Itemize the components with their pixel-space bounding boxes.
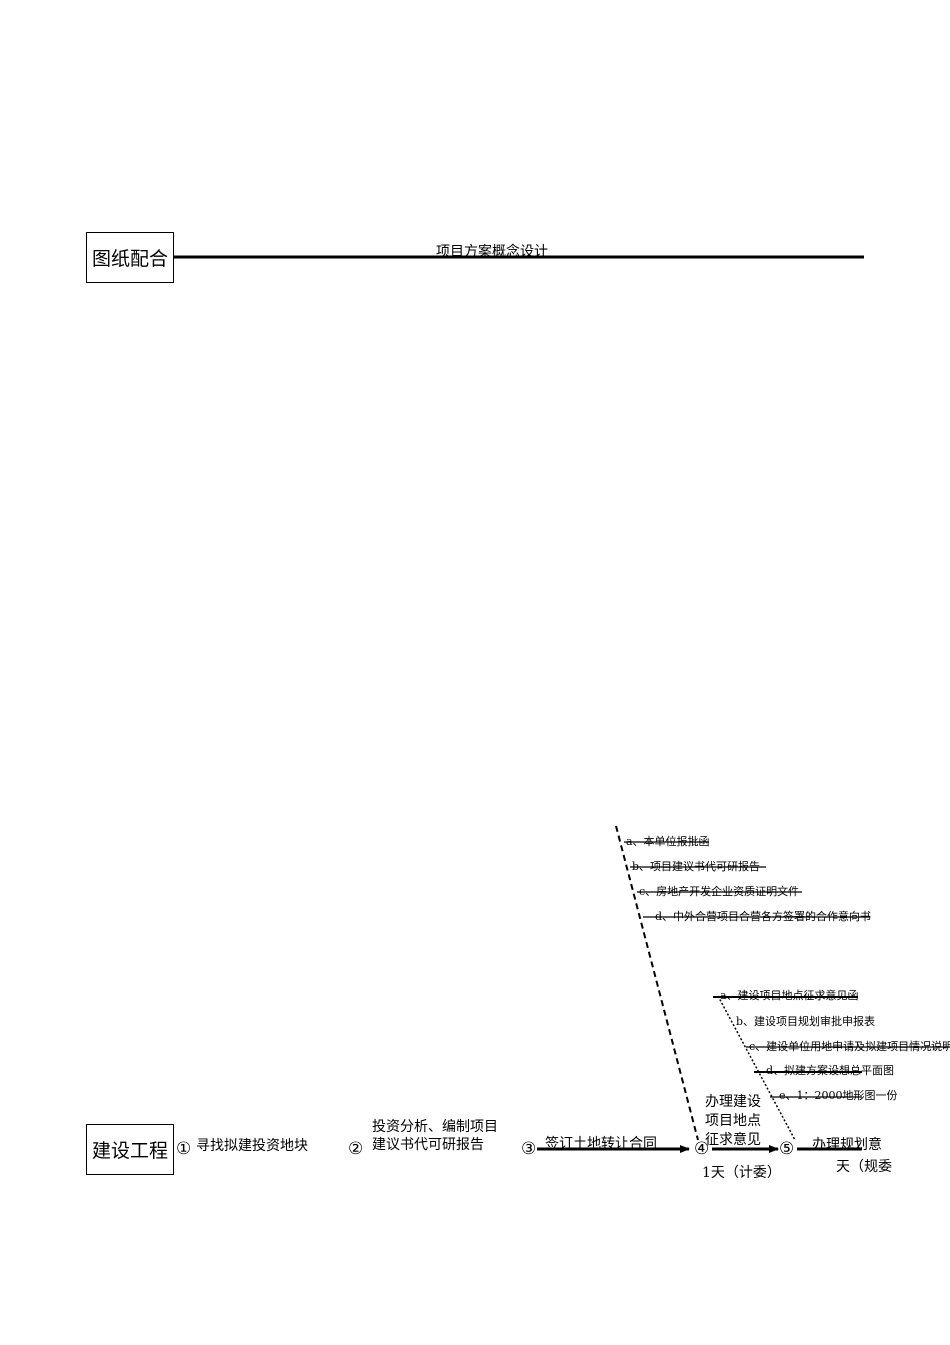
drawing-coordination-box: 图纸配合 (86, 232, 174, 283)
step4-label-line1: 办理建设 (705, 1094, 761, 1110)
step1-label: 寻找拟建投资地块 (196, 1138, 308, 1154)
branch2-spine (717, 995, 796, 1141)
branch2-item-b: b、建设项目规划审批申报表 (736, 1015, 876, 1028)
step2-label-line2: 建议书代可研报告 (372, 1137, 484, 1153)
step5-label: 办理规划意 (812, 1137, 882, 1153)
branch2-item-e: e、1：2000地形图一份 (779, 1089, 898, 1102)
step5-duration: 天（规委 (836, 1159, 892, 1175)
step4-label-line3: 征求意见 (705, 1132, 761, 1148)
branch2-item-d: d、拟建方案设想总平面图 (766, 1064, 895, 1077)
step4-label-line2: 项目地点 (705, 1113, 761, 1129)
construction-project-label: 建设工程 (91, 1140, 168, 1162)
branch1-item-c: c、房地产开发企业资质证明文件 (639, 885, 800, 898)
node-5: ⑤ (779, 1139, 795, 1159)
step3-label: 签订土地转让合同 (545, 1136, 657, 1152)
branch1-spine (615, 825, 699, 1141)
branch1-item-b: b、项目建议书代可研报告 (632, 860, 761, 873)
branch2-item-a: a、建设项目地点征求意见函 (720, 989, 859, 1002)
drawing-coordination-label: 图纸配合 (91, 248, 168, 270)
branch1-item-a: a、本单位报批函 (626, 835, 710, 848)
construction-project-box: 建设工程 (86, 1124, 174, 1175)
step4-duration: 1天（计委） (702, 1165, 781, 1181)
step2-label-line1: 投资分析、编制项目 (372, 1119, 498, 1135)
node-1: ① (176, 1139, 192, 1159)
branch1-item-d: d、中外合营项目合营各方签署的合作意向书 (655, 910, 872, 923)
node-2: ② (348, 1139, 364, 1159)
node-4: ④ (694, 1139, 710, 1159)
concept-design-label: 项目方案概念设计 (436, 244, 548, 260)
branch2-item-c: c、建设单位用地申请及拟建项目情况说明 (749, 1040, 950, 1053)
node-3: ③ (521, 1139, 537, 1159)
